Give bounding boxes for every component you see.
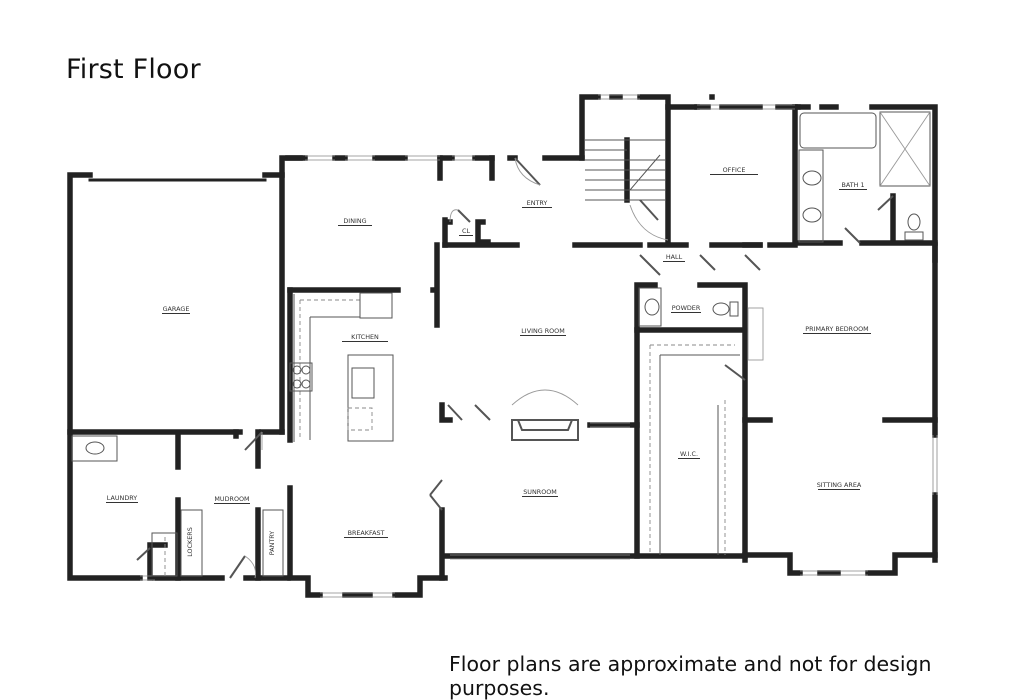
room-name: LOCKERS: [186, 527, 194, 557]
room-name: HALL: [666, 253, 683, 261]
room-label-hall: HALL: [663, 253, 685, 262]
walls: [67, 94, 938, 598]
room-label-lockers: LOCKERS: [186, 527, 194, 557]
room-name: PRIMARY BEDROOM: [805, 325, 868, 333]
room-label-powder: POWDER: [671, 304, 701, 313]
windows: [140, 94, 938, 598]
room-name: W.I.C.: [680, 450, 698, 458]
room-name: BREAKFAST: [348, 529, 385, 537]
room-label-wic: W.I.C.: [678, 450, 700, 459]
room-name: MUDROOM: [214, 495, 249, 503]
room-name: LIVING ROOM: [521, 327, 564, 335]
room-label-laundry: LAUNDRY: [106, 494, 138, 503]
room-label-breakfast: BREAKFAST: [344, 529, 388, 538]
disclaimer-text: Floor plans are approximate and not for …: [449, 652, 932, 700]
room-name: DINING: [343, 217, 366, 225]
room-label-sunroom: SUNROOM: [522, 488, 558, 497]
room-name: BATH 1: [841, 181, 864, 189]
room-label-sitting-area: SITTING AREA: [817, 481, 862, 490]
room-label-bath1: BATH 1: [839, 181, 867, 190]
room-name: POWDER: [672, 304, 701, 312]
room-name: ENTRY: [527, 199, 548, 207]
room-name: SITTING AREA: [817, 481, 862, 489]
room-name: SUNROOM: [523, 488, 557, 496]
doors: [136, 157, 894, 579]
stairs: [585, 139, 666, 201]
room-label-entry: ENTRY: [522, 199, 552, 208]
room-label-dining: DINING: [338, 217, 372, 226]
room-label-primary-bedroom: PRIMARY BEDROOM: [803, 325, 871, 334]
room-name: PANTRY: [268, 531, 276, 556]
room-label-pantry: PANTRY: [268, 531, 276, 556]
fixtures: [71, 111, 931, 577]
plan-title: First Floor: [66, 54, 201, 85]
room-label-living-room: LIVING ROOM: [520, 327, 566, 336]
room-label-garage: GARAGE: [162, 305, 190, 314]
room-name: KITCHEN: [351, 333, 379, 341]
room-label-kitchen: KITCHEN: [342, 333, 388, 342]
room-name: LAUNDRY: [107, 494, 137, 502]
room-label-cl: CL: [459, 227, 473, 236]
room-name: OFFICE: [723, 166, 746, 174]
room-label-mudroom: MUDROOM: [214, 495, 250, 504]
room-label-office: OFFICE: [710, 166, 758, 175]
room-name: GARAGE: [163, 305, 190, 313]
room-labels: GARAGE DINING CL ENTRY OFFICE BATH 1 HALL POWDE…: [106, 166, 871, 557]
room-name: CL: [462, 227, 470, 235]
